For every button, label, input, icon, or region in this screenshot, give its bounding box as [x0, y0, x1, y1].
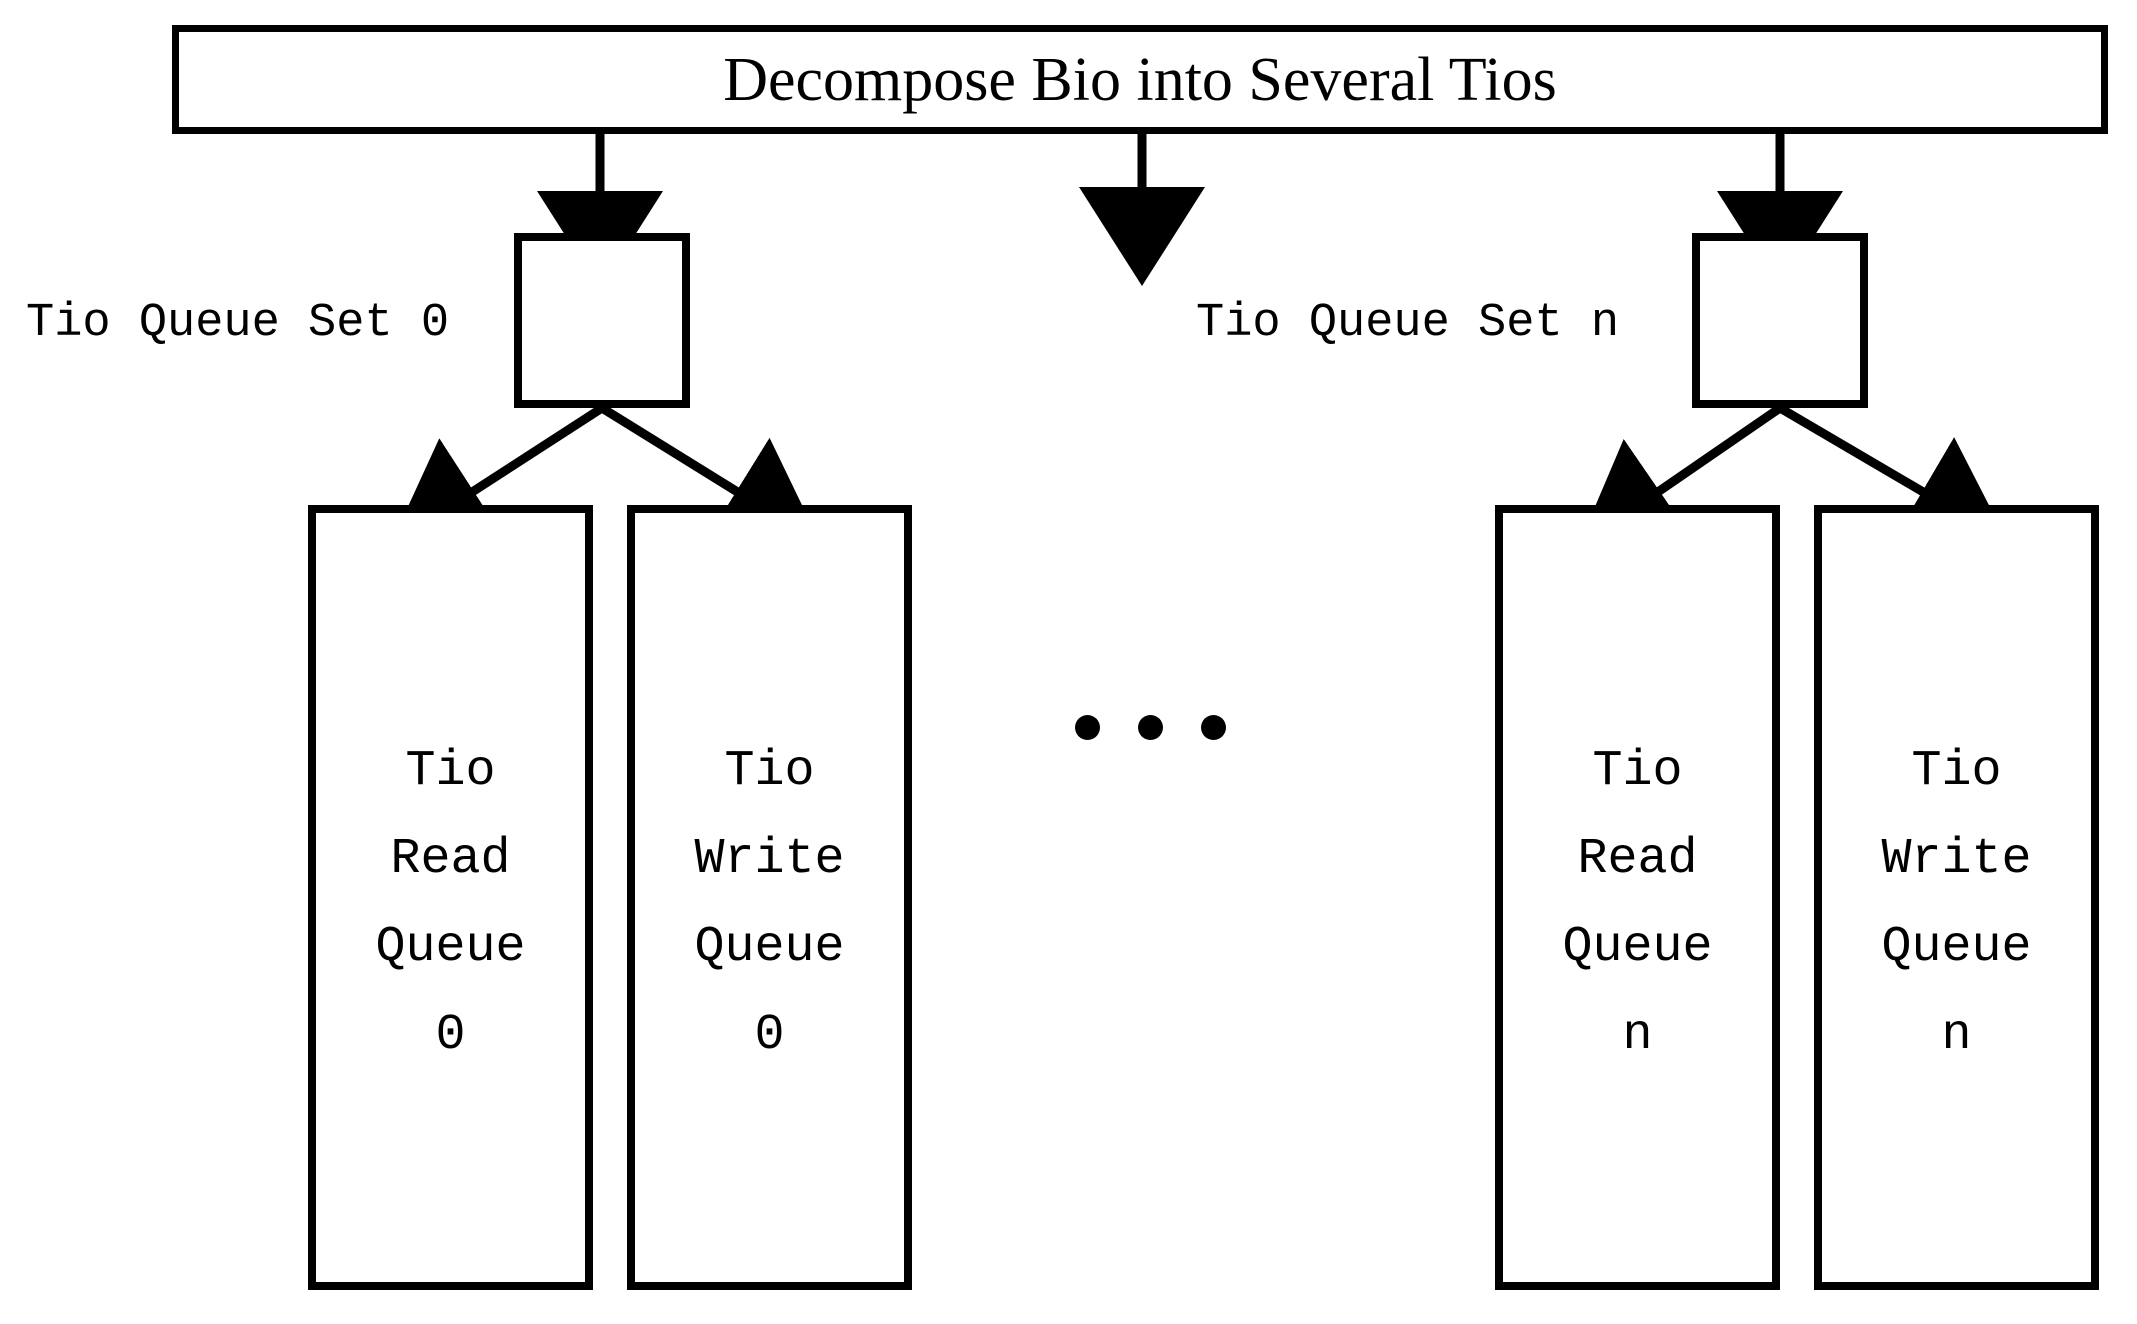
tio-read-queue-n-box: Tio Read Queue n	[1495, 505, 1780, 1290]
tio-read-queue-0-box: Tio Read Queue 0	[308, 505, 593, 1290]
queue-line: n	[1941, 1007, 1972, 1064]
tio-read-queue-n-label: Tio Read Queue n	[1503, 728, 1772, 1080]
set-label-n: Tio Queue Set n	[1196, 297, 1620, 350]
tio-queue-set-n-box	[1692, 233, 1868, 408]
queue-line: Queue	[694, 919, 845, 976]
queue-line: Tio	[1911, 743, 2002, 800]
set-label-0: Tio Queue Set 0	[26, 297, 450, 350]
tio-write-queue-n-label: Tio Write Queue n	[1822, 728, 2091, 1080]
tio-write-queue-n-box: Tio Write Queue n	[1814, 505, 2099, 1290]
queue-line: Tio	[724, 743, 815, 800]
queue-line: Write	[1881, 831, 2032, 888]
queue-line: 0	[754, 1007, 785, 1064]
queue-line: Read	[1577, 831, 1698, 888]
queue-line: 0	[435, 1007, 466, 1064]
queue-line: Queue	[375, 919, 526, 976]
queue-line: Tio	[1592, 743, 1683, 800]
queue-line: Queue	[1562, 919, 1713, 976]
tio-write-queue-0-label: Tio Write Queue 0	[635, 728, 904, 1080]
decompose-bio-banner: Decompose Bio into Several Tios	[172, 25, 2108, 134]
ellipsis-dot	[1201, 715, 1226, 740]
set0-to-write-queue-arrow	[599, 404, 821, 545]
tio-queue-set-0-box	[514, 233, 690, 408]
ellipsis-dot	[1075, 715, 1100, 740]
queue-line: Queue	[1881, 919, 2032, 976]
queue-line: n	[1622, 1007, 1653, 1064]
setn-to-write-queue-arrow	[1777, 404, 2008, 546]
setn-to-read-queue-arrow	[1577, 404, 1783, 547]
tio-write-queue-0-box: Tio Write Queue 0	[627, 505, 912, 1290]
queue-line: Write	[694, 831, 845, 888]
ellipsis-dot	[1138, 715, 1163, 740]
banner-title: Decompose Bio into Several Tios	[723, 45, 1557, 114]
tio-read-queue-0-label: Tio Read Queue 0	[316, 728, 585, 1080]
queue-line: Read	[390, 831, 511, 888]
ellipsis-continuation	[1075, 715, 1226, 740]
set0-to-read-queue-arrow	[390, 404, 605, 545]
queue-line: Tio	[405, 743, 496, 800]
